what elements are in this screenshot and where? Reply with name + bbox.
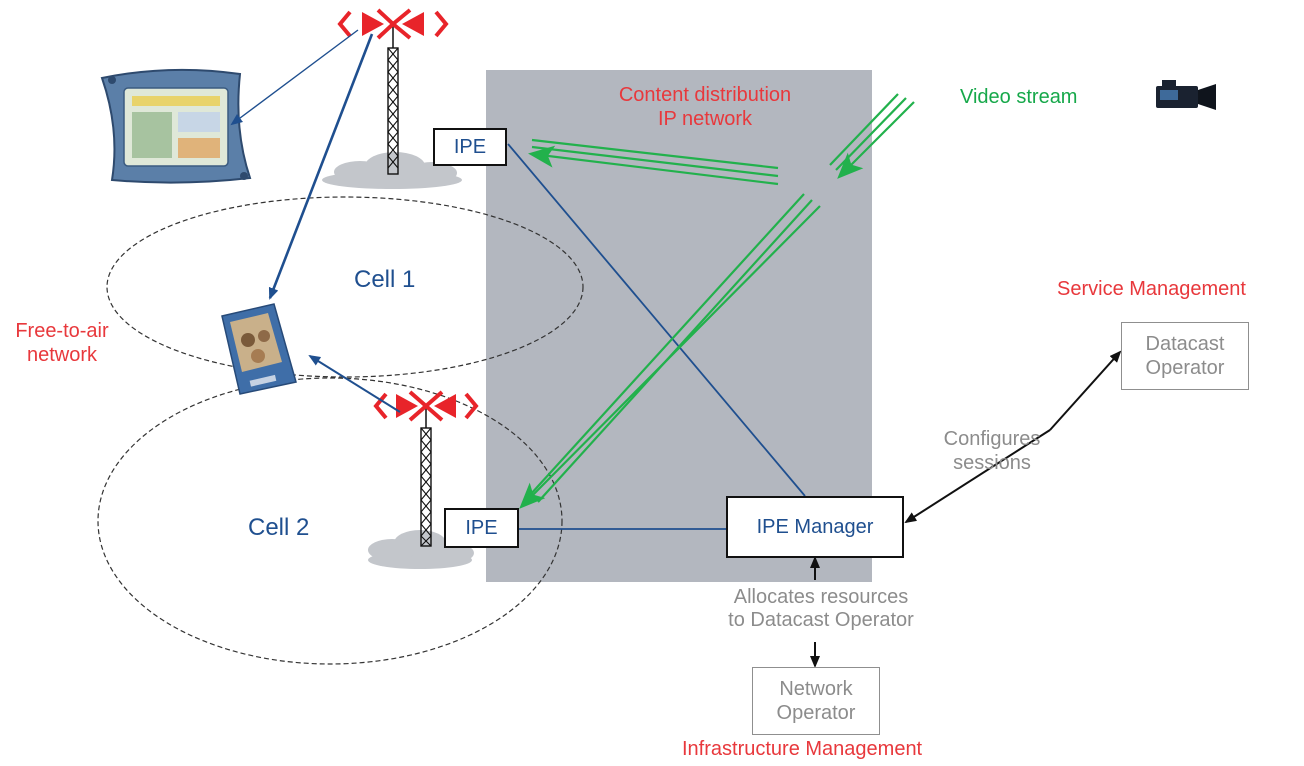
network-operator-label: Network Operator (776, 678, 856, 724)
broadcast-arrow (268, 33, 374, 300)
service-management-label: Service Management (1057, 278, 1246, 300)
ipe-manager-box: IPE Manager (726, 496, 904, 558)
ipe-box-bottom: IPE (444, 508, 519, 548)
datacast-operator-label: Datacast Operator (1145, 333, 1225, 379)
tablet-device-icon (100, 68, 252, 184)
video-stream-label: Video stream (960, 86, 1078, 108)
transmitter-tower-icon (337, 8, 449, 175)
network-operator-box: Network Operator (752, 667, 880, 735)
cell-2-label: Cell 2 (248, 514, 310, 541)
configures-sessions-label: Configures sessions (943, 428, 1041, 474)
video-camera-icon (1156, 80, 1216, 110)
ip-stream-arrow (528, 138, 779, 186)
allocates-resources-label: Allocates resources to Datacast Operator (728, 586, 914, 631)
broadcast-arrow (230, 29, 359, 126)
cell-2-boundary (97, 377, 563, 665)
cloud-icon (368, 530, 474, 569)
pda-device-icon (221, 303, 297, 395)
configures-sessions-arrow (1049, 350, 1122, 431)
cell-1-label: Cell 1 (354, 266, 416, 293)
ipe-box-top: IPE (433, 128, 507, 166)
ipe-label: IPE (465, 516, 498, 539)
ip-stream-arrow (519, 193, 821, 509)
ipe-manager-label: IPE Manager (756, 515, 874, 538)
free-to-air-label: Free-to-air network (15, 320, 109, 366)
broadcast-arrow (308, 354, 401, 413)
video-stream-arrow (829, 93, 915, 179)
transmitter-tower-icon (373, 390, 479, 547)
cloud-icon (322, 152, 462, 189)
ipe-label: IPE (453, 135, 487, 158)
content-distribution-label: Content distribution IP network (618, 84, 792, 130)
infrastructure-management-label: Infrastructure Management (682, 738, 923, 760)
cell-1-boundary (106, 196, 584, 378)
configures-sessions-arrow (904, 429, 1051, 524)
datacast-operator-box: Datacast Operator (1121, 322, 1249, 390)
ip-link (507, 143, 806, 497)
